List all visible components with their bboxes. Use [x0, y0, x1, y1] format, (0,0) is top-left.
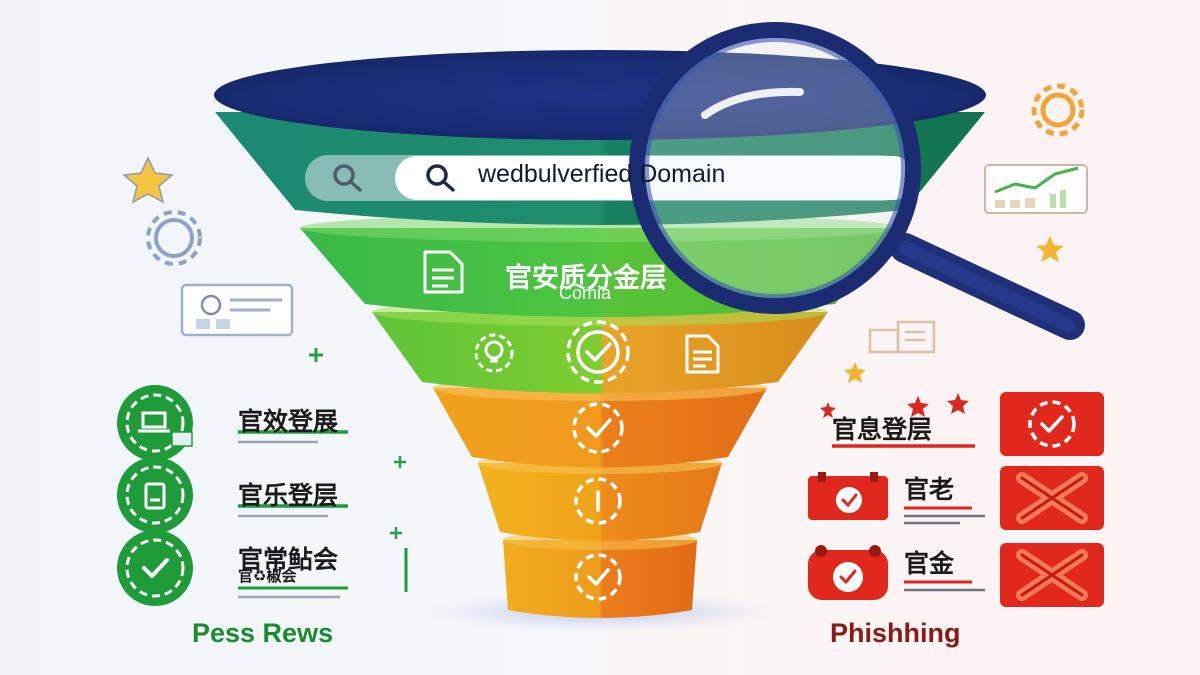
legit-item-2: [117, 457, 348, 533]
legit-item-2-label: 官乐登层: [238, 481, 339, 510]
gear-icon: [146, 210, 202, 266]
legit-item-3-sublabel: 官♻椒会: [238, 567, 297, 585]
warning-gear-icon: [1028, 400, 1076, 448]
search-bar[interactable]: [305, 155, 915, 201]
search-icon: [426, 164, 455, 192]
lightbulb-gear-icon: [474, 333, 514, 373]
tier1-title: 官安质分金层: [505, 263, 667, 294]
phishing-item-3-label: 官金: [904, 549, 955, 578]
funnel-tier-5: [503, 530, 697, 618]
star-icon: [947, 393, 969, 414]
legit-item-3: [117, 530, 408, 606]
calendar-warning-icon: [808, 472, 888, 520]
sparkle-icon: [394, 456, 406, 468]
sparkle-icon: [390, 527, 402, 539]
document-icon: [423, 250, 464, 294]
check-gear-icon: [566, 320, 630, 384]
cross-icon: [1016, 472, 1088, 524]
growth-chart-icon: [984, 164, 1088, 214]
phishing-item-3: [808, 543, 1104, 607]
cross-icon: [1016, 549, 1088, 601]
gear-icon: [574, 477, 622, 525]
alarm-warning-icon: [808, 545, 888, 600]
phishing-item-1-label: 官息登层: [832, 415, 933, 444]
star-icon: [1036, 236, 1064, 262]
sparkle-icon: [309, 348, 323, 362]
building-icon: [868, 320, 936, 354]
phone-gear-icon: [144, 482, 166, 510]
analytics-panel-icon: [180, 283, 294, 337]
gear-icon: [1031, 83, 1085, 137]
phishing-item-1: [820, 392, 1104, 456]
magnifier-icon: [629, 22, 1085, 340]
check-gear-icon: [572, 402, 624, 454]
phishing-item-2-label: 官老: [904, 475, 955, 504]
legit-item-1: [117, 385, 348, 461]
search-query-text[interactable]: wedbulverfied Domain: [478, 160, 726, 188]
star-icon: [844, 362, 866, 383]
legit-caption: Pess Rews: [192, 618, 334, 648]
star-icon: [820, 402, 836, 418]
document-icon: [685, 334, 720, 374]
search-icon: [333, 164, 362, 192]
legit-item-3-label: 官常鲇会: [238, 545, 339, 574]
legit-item-1-label: 官效登展: [238, 407, 339, 436]
phishing-item-2: [808, 466, 1104, 530]
laptop-gear-icon: [138, 411, 170, 433]
star-icon: [907, 396, 929, 417]
phishing-caption: Phishhing: [830, 618, 961, 648]
check-gear-icon: [574, 553, 622, 601]
star-icon: [122, 156, 174, 204]
check-icon: [142, 558, 169, 578]
tier1-subtitle: Comia: [559, 283, 612, 303]
